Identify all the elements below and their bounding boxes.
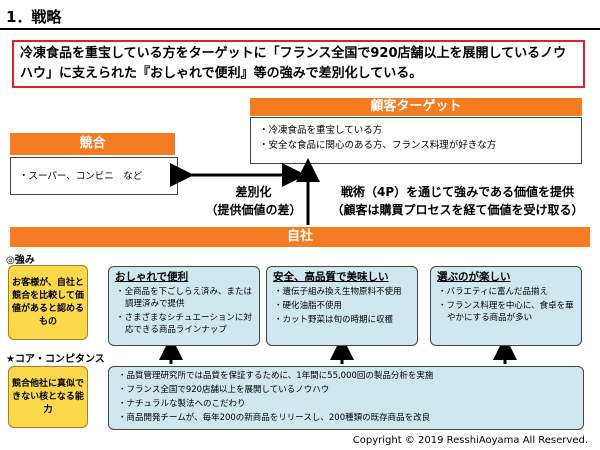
core-item: ・フランス全国で920店舗以上を展開しているノウハウ [118, 385, 330, 395]
strength-box: 安全、高品質で美味しい ・遺伝子組み換え生物原料不使用 ・硬化油脂不使用 ・カッ… [266, 266, 418, 346]
strengths-label: ◎強み [6, 255, 35, 266]
strengths-note: お客様が、自社と競合を比較して価値があると認めるもの [8, 265, 88, 340]
strength-heading: 安全、高品質で美味しい [273, 271, 389, 283]
company-heading: 自社 [10, 227, 590, 247]
core-item: ・品質管理研究所では品質を保証するために、1年間に55,000回の製品分析を実施 [118, 371, 434, 381]
target-item: ・安全な食品に関心のある方、フランス料理が好きな方 [259, 140, 497, 151]
copyright-text: Copyright © 2019 ResshiAoyama All Reserv… [352, 435, 588, 446]
core-note: 競合他社に真似できない核となる能力 [8, 366, 88, 428]
target-box: ・冷凍食品を重宝している方 ・安全な食品に関心のある方、フランス料理が好きな方 [250, 117, 582, 164]
page-title: 1．戦略 [6, 8, 62, 26]
strength-item: ・さまざまなシチュエーションに対応できる商品ラインナップ [116, 313, 252, 335]
target-heading: 顧客ターゲット [250, 98, 582, 116]
strength-box: 選ぶのが楽しい ・バラエティに富んだ品揃え ・フランス料理を中心に、食卓を華やか… [430, 266, 582, 346]
strength-item: ・遺伝子組み換え生物原料不使用 [274, 287, 402, 297]
strength-box: おしゃれで便利 ・全商品を下ごしらえ済み、または調理済みで提供 ・さまざまなシチ… [108, 266, 260, 346]
competition-box: ・スーパー、コンビニ など [10, 157, 178, 195]
core-label: ★コア・コンピタンス [6, 354, 105, 365]
core-item: ・ナチュラルな製法へのこだわり [118, 399, 246, 409]
strength-item: ・バラエティに富んだ品揃え [438, 287, 548, 297]
core-item: ・商品開発チームが、毎年200の新商品をリリースし、200種類の既存商品を改良 [118, 413, 431, 423]
title-divider [0, 28, 600, 30]
strength-item: ・硬化油脂不使用 [274, 301, 343, 311]
summary-box: 冷凍食品を重宝している方をターゲットに「フランス全国で920店舗以上を展開してい… [12, 40, 585, 88]
competition-heading: 競合 [10, 133, 175, 155]
strength-heading: おしゃれで便利 [115, 271, 189, 283]
strength-item: ・カット野菜は旬の時期に収穫 [274, 315, 394, 325]
strength-item: ・フランス料理を中心に、食卓を華やかにする商品が多い [438, 301, 574, 323]
core-box: ・品質管理研究所では品質を保証するために、1年間に55,000回の製品分析を実施… [108, 366, 584, 430]
strength-item: ・全商品を下ごしらえ済み、または調理済みで提供 [116, 287, 253, 309]
tactics-label: 戦術（4P）を通じて強みである価値を提供 （顧客は購買プロセスを経て価値を受け取… [331, 185, 584, 217]
strength-heading: 選ぶのが楽しい [437, 271, 511, 283]
target-item: ・冷凍食品を重宝している方 [259, 125, 383, 136]
differentiation-label: 差別化 （提供価値の差） [205, 185, 302, 217]
